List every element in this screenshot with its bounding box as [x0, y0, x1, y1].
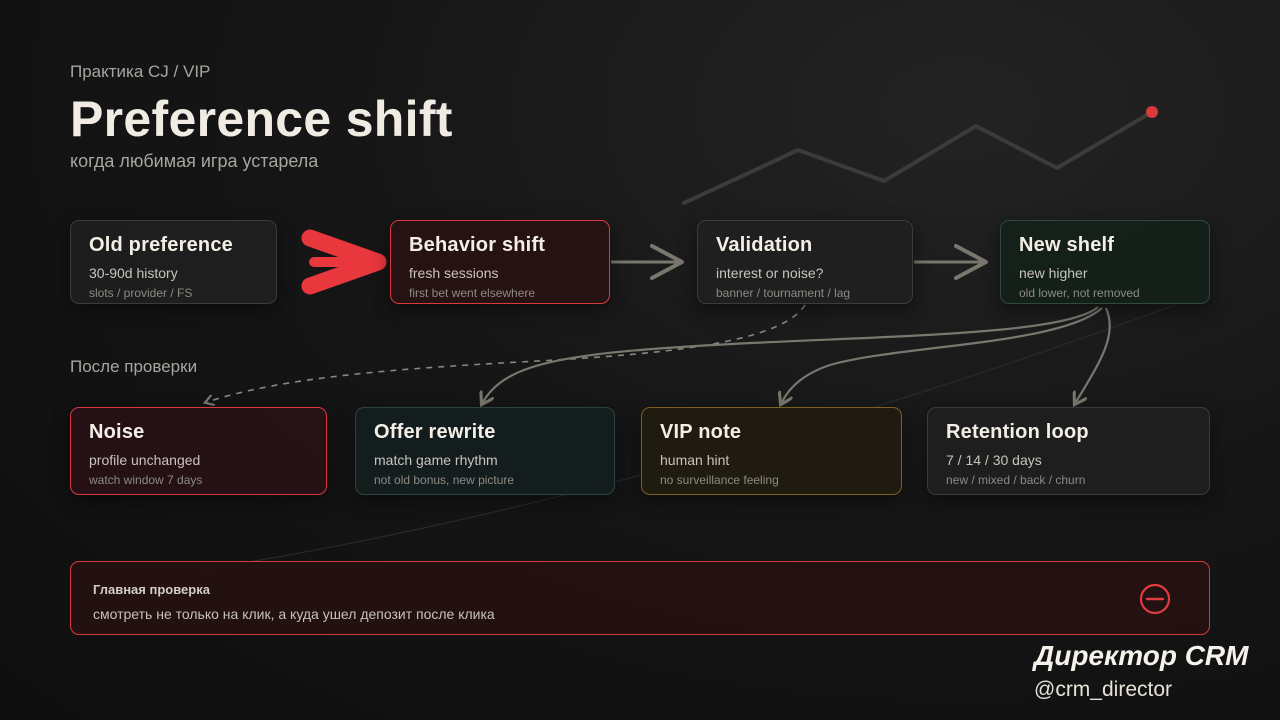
card-title: New shelf [1019, 234, 1115, 256]
card-line1: 30-90d history [89, 265, 178, 281]
card-line1: 7 / 14 / 30 days [946, 452, 1042, 468]
card-line2: banner / tournament / lag [716, 286, 851, 300]
header-kicker: Практика CJ / VIP [70, 62, 211, 81]
card-old-preference: Old preference 30-90d history slots / pr… [70, 220, 277, 304]
big-red-arrow [301, 229, 387, 295]
card-vip-note: VIP note human hint no surveillance feel… [641, 407, 902, 495]
curve-shelf-to-offer [483, 306, 1099, 402]
main-check-text: смотреть не только на клик, а куда ушел … [93, 606, 495, 622]
card-noise: Noise profile unchanged watch window 7 d… [70, 407, 327, 495]
minus-circle-icon [1139, 583, 1171, 615]
dashed-validation-to-noise [207, 304, 806, 402]
main-check-box: Главная проверка смотреть не только на к… [70, 561, 1210, 635]
card-line2: new / mixed / back / churn [946, 473, 1086, 487]
page-subtitle: когда любимая игра устарела [70, 151, 319, 171]
card-line1: fresh sessions [409, 265, 499, 281]
card-title: VIP note [660, 421, 742, 443]
card-new-shelf: New shelf new higher old lower, not remo… [1000, 220, 1210, 304]
brand-name: Директор CRM [1034, 640, 1249, 671]
card-title: Retention loop [946, 421, 1089, 443]
curve-shelf-to-vip [782, 307, 1103, 402]
card-retention-loop: Retention loop 7 / 14 / 30 days new / mi… [927, 407, 1210, 495]
main-check-title: Главная проверка [93, 582, 210, 597]
card-line1: human hint [660, 452, 730, 468]
trend-endpoint-dot [1146, 106, 1158, 118]
card-line2: no surveillance feeling [660, 473, 779, 487]
page-title: Preference shift [70, 91, 453, 147]
card-title: Behavior shift [409, 234, 546, 256]
card-behavior-shift: Behavior shift fresh sessions first bet … [390, 220, 610, 304]
card-title: Old preference [89, 234, 233, 256]
curve-shelf-to-retention [1076, 307, 1111, 402]
card-line2: slots / provider / FS [89, 286, 193, 300]
brand-handle: @crm_director [1034, 678, 1173, 701]
card-line1: interest or noise? [716, 265, 824, 281]
card-title: Offer rewrite [374, 421, 496, 443]
card-validation: Validation interest or noise? banner / t… [697, 220, 913, 304]
card-line2: not old bonus, new picture [374, 473, 515, 487]
card-line2: old lower, not removed [1019, 286, 1140, 300]
card-title: Noise [89, 421, 145, 443]
section-label: После проверки [70, 357, 198, 376]
trend-line-decoration [682, 110, 1154, 205]
card-offer-rewrite: Offer rewrite match game rhythm not old … [355, 407, 615, 495]
card-line2: first bet went elsewhere [409, 286, 536, 300]
card-title: Validation [716, 234, 813, 256]
card-line1: new higher [1019, 265, 1088, 281]
card-line2: watch window 7 days [89, 473, 203, 487]
card-line1: profile unchanged [89, 452, 201, 468]
card-line1: match game rhythm [374, 452, 498, 468]
